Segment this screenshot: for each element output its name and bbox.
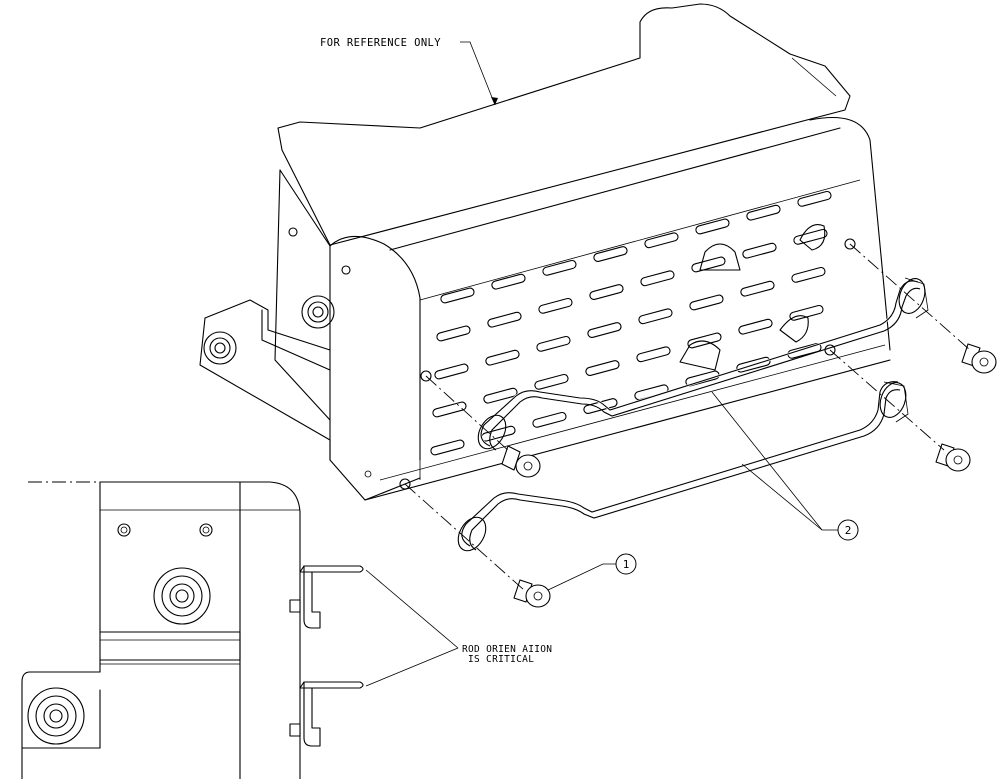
mounting-boss-front [288,227,351,329]
rod-upper [477,277,929,451]
vent-slot [432,401,467,418]
vent-slot [797,190,832,207]
bracket-housing [199,116,891,501]
vent-slot [434,363,469,380]
vent-slot [738,318,773,335]
mounting-boss-flange [203,331,237,365]
vent-slot [787,342,822,359]
vent-slot [585,360,620,376]
vent-slot [542,259,577,276]
vent-slots [430,190,832,456]
vent-slot [695,218,730,235]
vent-slot [636,346,671,363]
vent-slot [534,373,569,390]
vent-slot [640,270,675,287]
vent-slot [793,228,828,245]
orientation-note-line2: IS CRITICAL [468,654,534,665]
screw-upper-right [961,343,997,374]
vent-slot [691,256,726,273]
vent-slot [532,411,567,428]
vent-slot [644,232,679,249]
vent-slot [485,349,520,366]
vent-slot [483,387,518,404]
reference-top-plate [277,3,851,246]
orientation-note: ROD ORIEN AIION IS CRITICAL [365,569,552,687]
vent-slot [487,311,522,328]
vent-slot [638,308,673,325]
vent-slot [791,266,826,283]
vent-slot [685,370,720,387]
vent-slot [436,325,471,342]
reference-note: FOR REFERENCE ONLY [320,37,498,106]
callout-1-label: 1 [623,558,630,571]
vent-slot [742,242,777,259]
assembly-centerlines [404,243,971,591]
orientation-note-line1: ROD ORIEN AIION [462,644,552,655]
vent-slot [746,204,781,221]
reference-note-text: FOR REFERENCE ONLY [320,37,441,49]
vent-slot [689,294,724,311]
vent-slot [430,439,465,456]
screw-center-left [501,445,541,478]
vent-slot [481,425,516,442]
vent-slot [593,246,628,262]
vent-slot [587,322,622,338]
callout-1: 1 [547,553,637,591]
threaded-inserts [364,238,856,490]
rod-lower [457,380,909,552]
vent-slot [589,284,624,300]
vent-slot [536,335,571,352]
vent-slot [538,297,573,314]
vent-slot [491,273,526,290]
vent-slot [687,332,722,349]
screw-lower-right [935,443,971,472]
vent-slot [740,280,775,297]
screw-lower-left [513,579,551,608]
vent-slot [789,304,824,321]
callout-2-label: 2 [845,524,852,537]
keyhole-cutouts [679,224,826,371]
vent-slot [440,287,475,304]
detail-view [21,481,364,780]
vent-slot [583,398,618,414]
callout-2: 2 [711,391,859,541]
